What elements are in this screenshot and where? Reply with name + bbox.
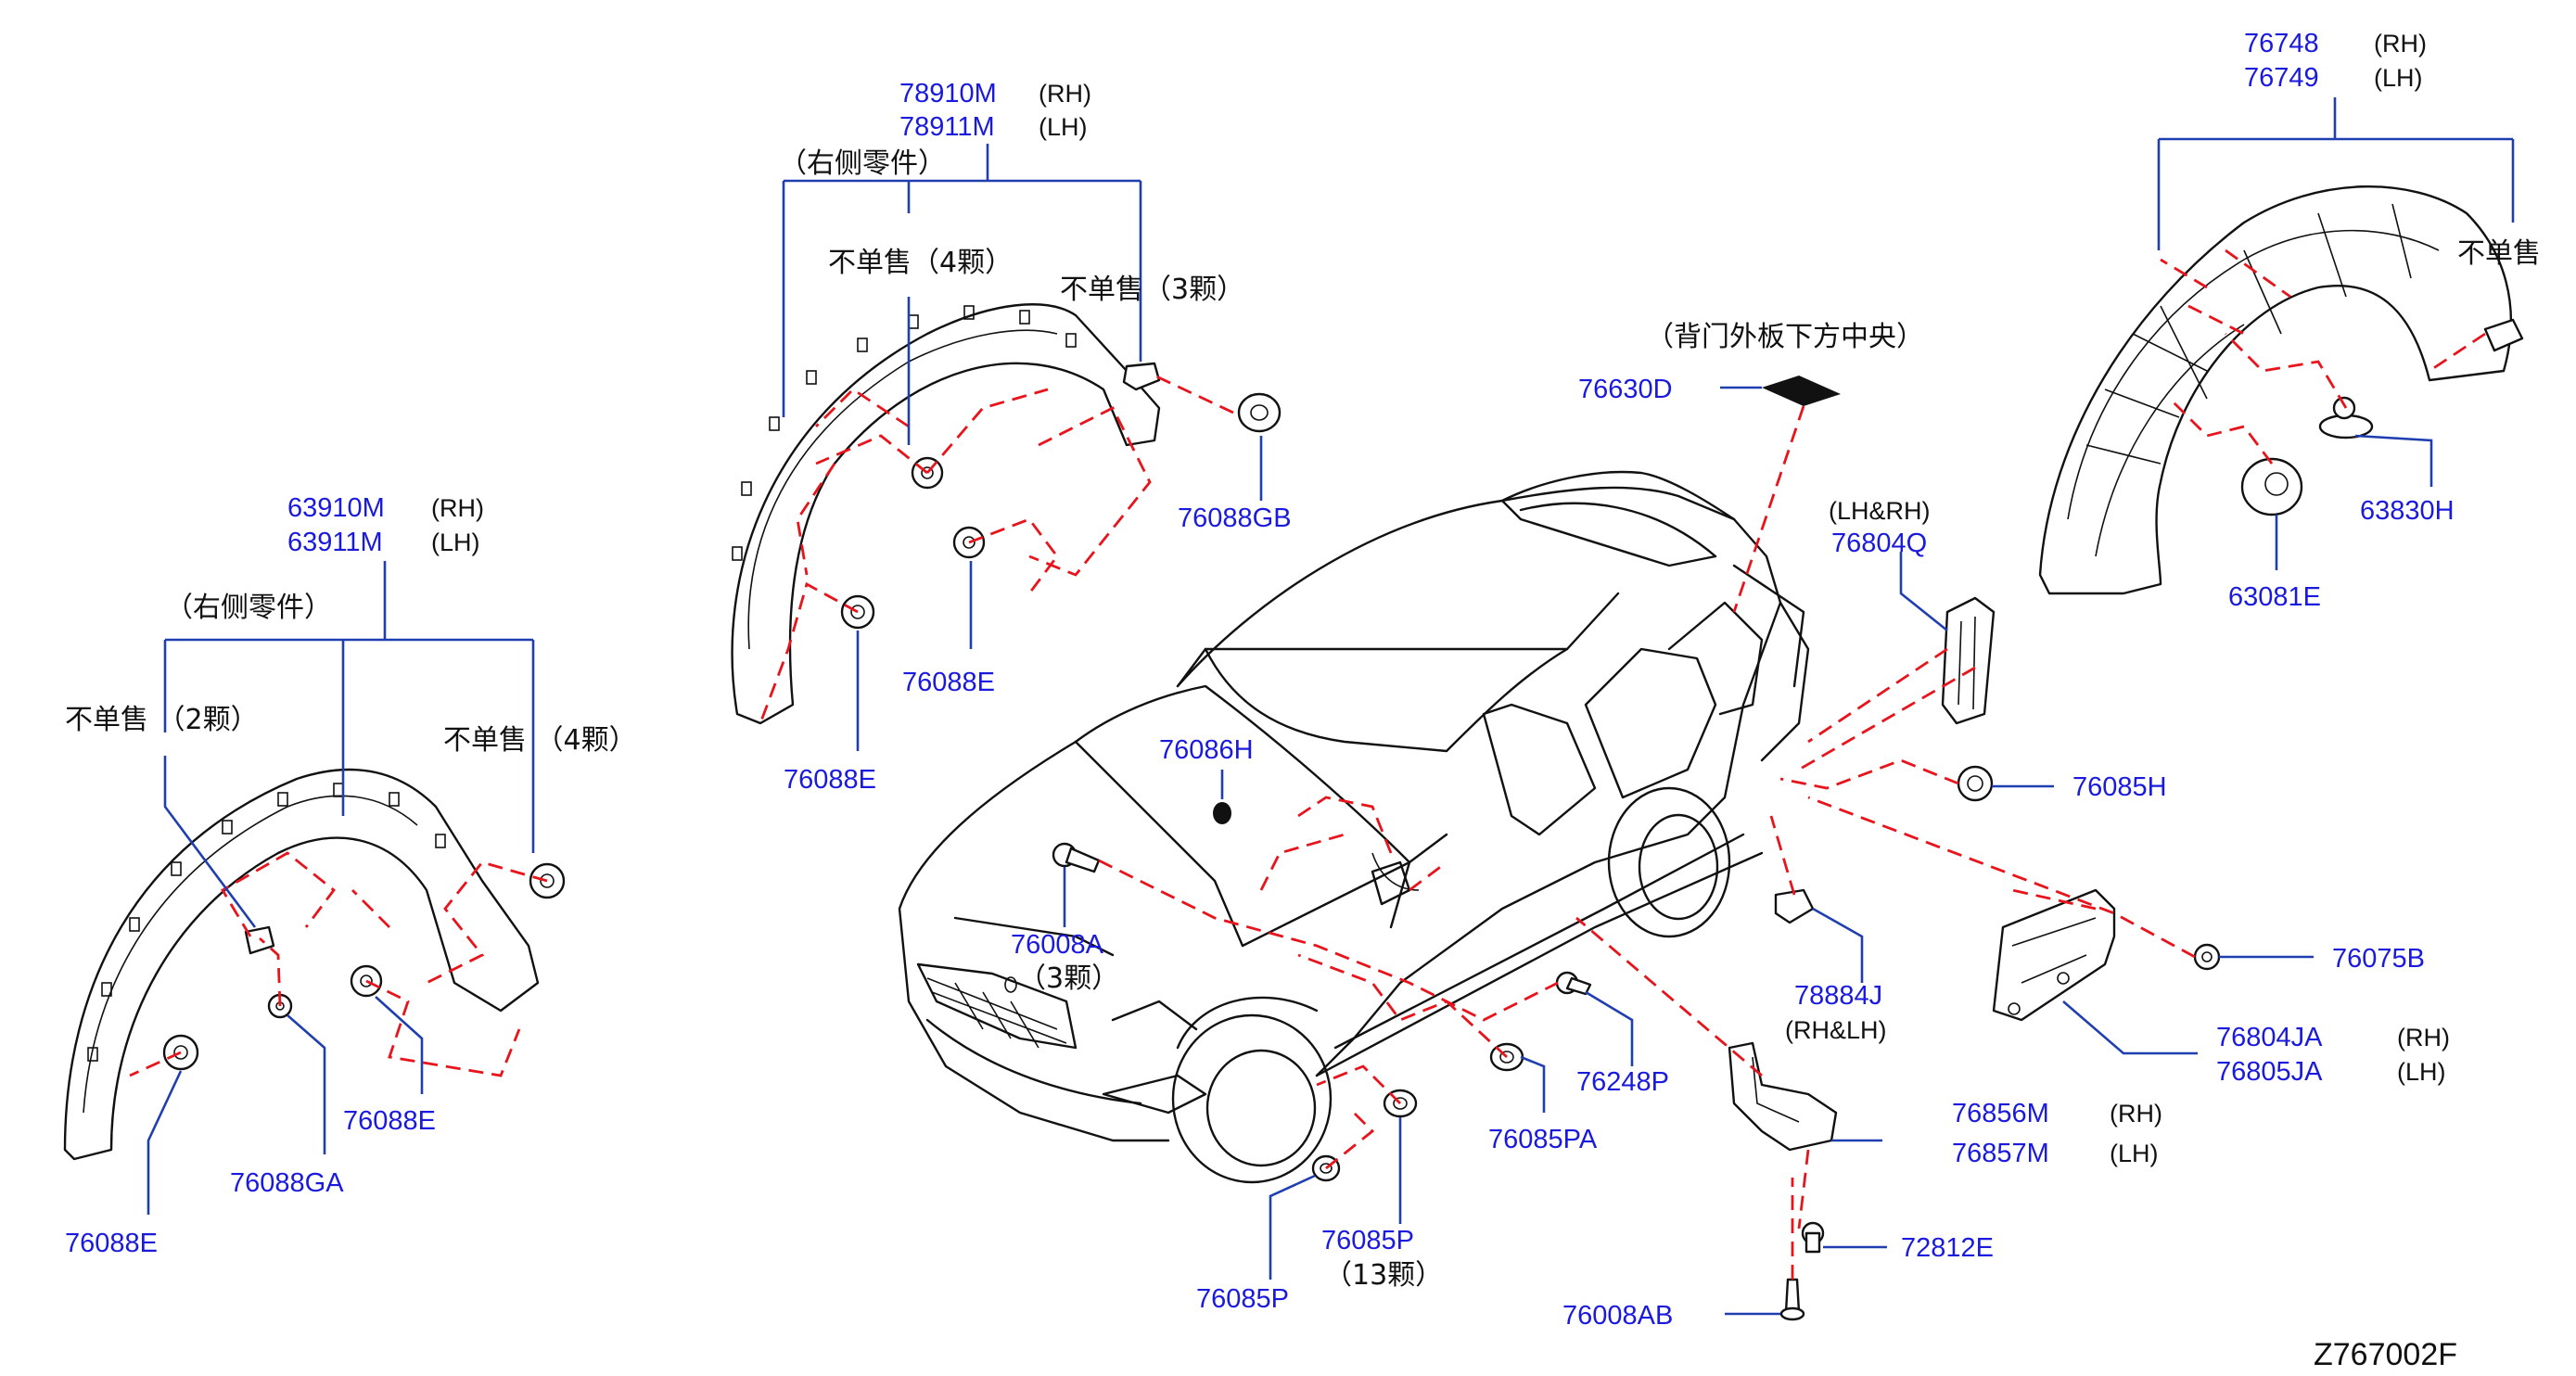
label-76748: 76748 [2244,29,2319,58]
label-76008A: 76008A [1011,930,1104,960]
label-lh-3: (LH) [2374,64,2423,92]
label-76856M: 76856M [1952,1099,2049,1128]
clip-63830H [2318,396,2374,440]
label-76088GB: 76088GB [1178,503,1292,533]
label-63830H: 63830H [2360,496,2455,526]
label-76088E-top-1: 76088E [902,668,995,697]
label-qty-13: （13颗） [1324,1259,1443,1292]
grommet-76085H [1957,765,1994,802]
label-76085P-a: 76085P [1321,1226,1414,1255]
diagram-code: Z767002F [2314,1337,2457,1372]
clip-76248P [1555,971,1592,996]
label-76248P: 76248P [1576,1067,1669,1097]
bracket-3pc-top [1122,362,1161,391]
label-76630D: 76630D [1578,375,1673,404]
label-not-sold-2-left: 不单售 （2颗） [65,704,259,736]
moulding-76804Q [1941,596,1996,725]
label-lh-5: (LH) [2110,1140,2159,1167]
clip-2pc-left [244,925,275,955]
label-76075B: 76075B [2332,944,2425,974]
label-not-sold-3-top: 不单售（3颗） [1060,274,1244,306]
label-78911M: 78911M [899,112,995,142]
label-63911M: 63911M [287,528,383,557]
label-78884J: 78884J [1794,981,1882,1011]
leader-lines [147,97,2515,1316]
mud-guard-76804JA [1992,888,2116,1022]
label-76804JA: 76804JA [2216,1023,2323,1052]
label-76085H: 76085H [2072,772,2167,802]
clip-76075B [2193,943,2221,971]
label-rh-1: (RH) [1039,80,1091,108]
label-76088GA: 76088GA [230,1168,344,1198]
bolt-76008AB [1779,1278,1805,1321]
front-arch-fender-left [63,768,540,1161]
label-tailgate-note: （背门外板下方中央） [1646,321,1924,353]
clip-63081E [2240,457,2303,516]
clip-ns-right [2483,318,2524,352]
label-76804Q: 76804Q [1831,529,1927,558]
label-right-part-2: （右侧零件） [165,592,332,624]
bracket-76856M [1728,1041,1838,1152]
label-rh-5: (RH) [2110,1100,2162,1128]
label-76805JA: 76805JA [2216,1057,2323,1087]
vehicle-outline [898,470,1810,1184]
label-not-sold-right: 不单售 [2457,237,2541,270]
label-76085PA: 76085PA [1488,1125,1598,1154]
label-76857M: 76857M [1952,1139,2049,1168]
label-76086H: 76086H [1159,735,1254,765]
label-rh-2: (RH) [431,494,484,522]
label-qty-3: （3颗） [1018,962,1119,995]
label-72812E: 72812E [1901,1233,1994,1263]
label-lh-4: (LH) [2397,1058,2446,1086]
label-not-sold-4-top: 不单售（4颗） [828,247,1013,279]
pad-76630D [1762,376,1841,406]
label-63081E: 63081E [2228,582,2321,612]
label-63910M: 63910M [287,493,385,523]
label-rh-4: (RH) [2397,1024,2450,1051]
label-76088E-top-2: 76088E [784,765,876,795]
label-rhlh-1: (RH&LH) [1785,1016,1887,1044]
labels: 78910M (RH) 78911M (LH) （右侧零件） 不单售（4颗） 不… [65,29,2541,1372]
label-76008AB: 76008AB [1562,1301,1673,1331]
label-lhrh-1: (LH&RH) [1829,497,1931,525]
clip-76088GB [1237,392,1282,433]
label-rh-3: (RH) [2374,30,2427,57]
assembly-lines [129,248,2486,1280]
label-76085P-b: 76085P [1196,1284,1289,1314]
label-78910M: 78910M [899,79,997,108]
label-right-part-1: （右侧零件） [779,147,946,180]
bolt-76008A [1052,842,1101,873]
bolt-72812E [1801,1221,1825,1254]
clip-78884J [1774,888,1815,924]
label-lh-2: (LH) [431,529,480,556]
label-76088E-left-1: 76088E [65,1229,158,1258]
rear-arch-fender-top [731,303,1161,725]
label-76088E-left-2: 76088E [343,1106,436,1136]
label-lh-1: (LH) [1039,113,1088,141]
label-not-sold-4-left: 不单售 （4颗） [443,724,637,757]
label-76749: 76749 [2244,63,2319,93]
